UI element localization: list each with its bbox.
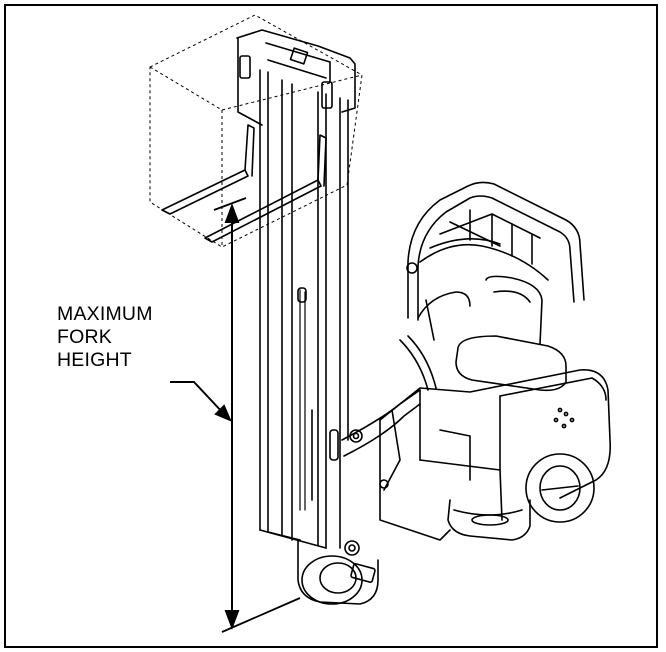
label-line-maximum: MAXIMUM — [57, 303, 153, 325]
forks — [161, 124, 327, 243]
label-line-fork: FORK — [57, 326, 112, 348]
label-leader-line — [170, 381, 232, 422]
mast — [236, 29, 379, 605]
dashed-load-box — [149, 14, 363, 248]
diagram-frame — [4, 4, 658, 648]
truck-body — [341, 181, 612, 541]
label-line-height: HEIGHT — [57, 349, 132, 371]
fork-height-arrow — [213, 197, 301, 633]
